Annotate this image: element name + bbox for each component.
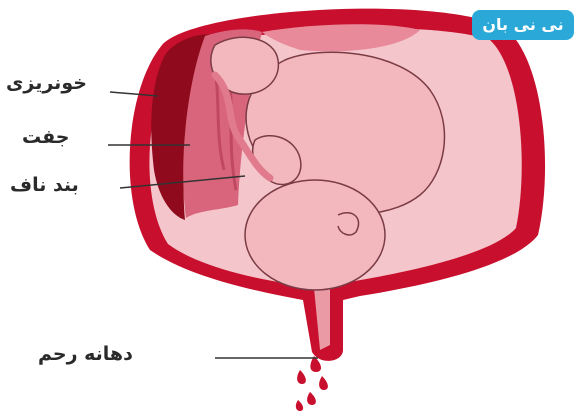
blood-drop (296, 400, 303, 411)
blood-drop (297, 370, 306, 384)
label-umbilical-cord: بند ناف (10, 176, 79, 195)
blood-drop (319, 376, 328, 390)
label-placenta: جفت (22, 128, 69, 147)
label-cervix: دهانه رحم (38, 345, 133, 364)
logo-text: نی نی بان (474, 12, 572, 38)
label-bleeding: خونریزی (6, 74, 87, 93)
blood-drop (307, 392, 316, 405)
fetus-head (245, 180, 385, 290)
